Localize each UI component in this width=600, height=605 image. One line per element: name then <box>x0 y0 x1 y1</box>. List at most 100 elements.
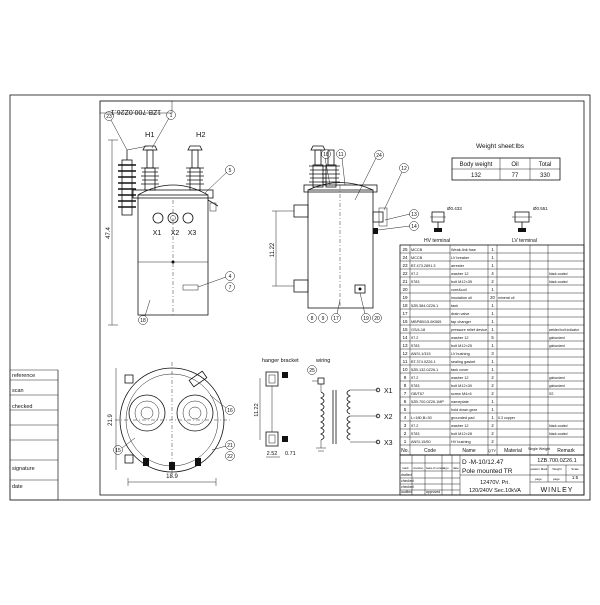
bom-cell: 1 <box>491 319 494 324</box>
bom-cell: 25 <box>402 247 408 252</box>
bom-cell: galvanized <box>549 376 565 380</box>
lv-bushing-x1 <box>152 212 164 224</box>
bom-cell: sealing gasket <box>451 360 476 364</box>
front-nameplate <box>182 284 199 291</box>
bom-cell: MBP8B/15-6K565 <box>411 320 441 324</box>
weight-value-body: 132 <box>471 173 482 179</box>
front-height-dim: 47.4 <box>106 227 112 239</box>
bom-cell: SS <box>549 392 554 396</box>
bom-cell: black coated <box>549 432 568 436</box>
weight-header-body: Body weight <box>460 162 493 168</box>
bom-cell: 1 <box>491 311 494 316</box>
bom-cell: 16 <box>402 319 408 324</box>
bom-cell: 5 <box>491 335 494 340</box>
top-hv-bushing-1 <box>128 394 166 432</box>
bom-header-qty: QTY <box>488 448 497 453</box>
side-balloon-14: 14 <box>411 224 417 230</box>
bom-cell: LV bushing <box>451 352 470 356</box>
side-label-signature: signature <box>12 466 35 472</box>
side-hanger-dim: 11.22 <box>270 242 276 257</box>
hv-terminal-dim: Ø0.433 <box>447 206 462 211</box>
bom-cell: tap changer <box>451 320 472 324</box>
side-balloon-12: 12 <box>401 166 407 172</box>
bom-cell: 7 <box>404 391 407 396</box>
lv-terminal-dim: Ø0.551 <box>533 206 548 211</box>
bom-cell: 5783 <box>411 432 419 436</box>
rev-header-revision: revision <box>413 466 424 470</box>
bom-cell: nameplate <box>451 400 469 404</box>
bom-cell: 1 <box>491 303 494 308</box>
bom-cell: 14 <box>402 335 408 340</box>
top-width-dim: 18.9 <box>166 474 178 480</box>
hv-bushing-h1 <box>141 145 159 191</box>
bom-cell: 2 <box>491 279 494 284</box>
rev-header-date: date <box>453 466 459 470</box>
weight-sheet-title: Weight sheet:lbs <box>476 143 525 150</box>
bom-cell: 1 <box>491 359 494 364</box>
bom-cell: MCCB <box>411 256 423 260</box>
wiring-x2: X2 <box>384 414 393 421</box>
bom-cell: LV breaker <box>451 256 470 260</box>
bom-cell: bolt M12×25 <box>451 344 472 348</box>
side-tank-body <box>307 189 374 309</box>
side-balloon-18: 18 <box>323 152 329 158</box>
front-view: 47.4 X1 X2 X3 H1 <box>104 110 235 326</box>
bom-cell: 1 <box>491 367 494 372</box>
arrester <box>118 145 149 216</box>
bom-cell: 8 <box>404 383 407 388</box>
bom-cell: mineral oil <box>498 296 515 300</box>
bom-cell: pressure relief device <box>451 328 487 332</box>
bom-header-remark: Remark <box>557 448 575 454</box>
bom-cell: 5ZB.384.0Z26.1 <box>411 304 438 308</box>
bom-cell: 2 <box>491 439 494 444</box>
bom-cell: galvanized <box>549 384 565 388</box>
bom-cell: 2 <box>491 423 494 428</box>
weight-value-oil: 77 <box>512 173 519 179</box>
bom-cell: black coated <box>549 272 568 276</box>
bom-cell: 1 <box>491 415 494 420</box>
bom-cell: 2 <box>491 391 494 396</box>
weight-header-total: Total <box>539 162 552 168</box>
bom-header-name: Name <box>462 448 476 454</box>
tb-row-drafted: drafted <box>401 473 412 477</box>
bom-cell: 2 <box>491 431 494 436</box>
weight-value-total: 330 <box>540 173 551 179</box>
side-label-checked: checked <box>12 404 33 410</box>
tb-row-checked-1: checked <box>401 479 414 483</box>
hanger-dim-height: 11.22 <box>254 403 260 416</box>
balloon-18: 18 <box>140 318 146 324</box>
label-x1: X1 <box>153 230 162 237</box>
side-tank-cover <box>303 184 378 193</box>
bom-cell: 24 <box>402 255 408 260</box>
bom-cell: 5ZB.700.0Z26.1MP <box>411 400 444 404</box>
rev-header-basis: basis of revision <box>426 466 445 470</box>
bom-cell: grounded pad <box>451 416 474 420</box>
balloon-23: 23 <box>106 114 112 120</box>
bom-cell: L=180,B=30 <box>411 416 432 420</box>
bom-cell: 1 <box>491 263 494 268</box>
bom-cell: Weak-link fuse <box>451 248 476 252</box>
bom-cell: 5783 <box>411 344 419 348</box>
bom-cell: 3 <box>404 423 407 428</box>
bom-cell: black coated <box>549 424 568 428</box>
bom-cell: BT.374.0Z26.1 <box>411 360 436 364</box>
title-block: mark revision basis of revision sign dat… <box>399 454 585 496</box>
side-strip: reference scan checked signature date <box>9 369 59 501</box>
hv-bushing-h2 <box>186 145 204 191</box>
bom-cell: insulation oil <box>451 296 472 300</box>
top-hv-bushing-2 <box>176 394 214 432</box>
bom-cell: MCCB <box>411 248 423 252</box>
bom-cell: hold down gear <box>451 408 478 412</box>
top-height-dim: 21.9 <box>108 414 114 426</box>
bom-cell: 2 <box>491 383 494 388</box>
rev-header-sign: sign <box>443 466 449 470</box>
weight-header-oil: Oil <box>511 162 518 168</box>
col-weight: Weight <box>552 467 561 471</box>
side-hanger-bottom <box>293 279 309 293</box>
weight-sheet: Weight sheet:lbs Body weight Oil Total 1… <box>451 143 561 181</box>
hanger-bracket-detail: hanger bracket 11.22 2.52 0.71 <box>254 358 299 458</box>
bom-cell: 1 <box>491 343 494 348</box>
bom-cell: 23 <box>402 263 408 268</box>
